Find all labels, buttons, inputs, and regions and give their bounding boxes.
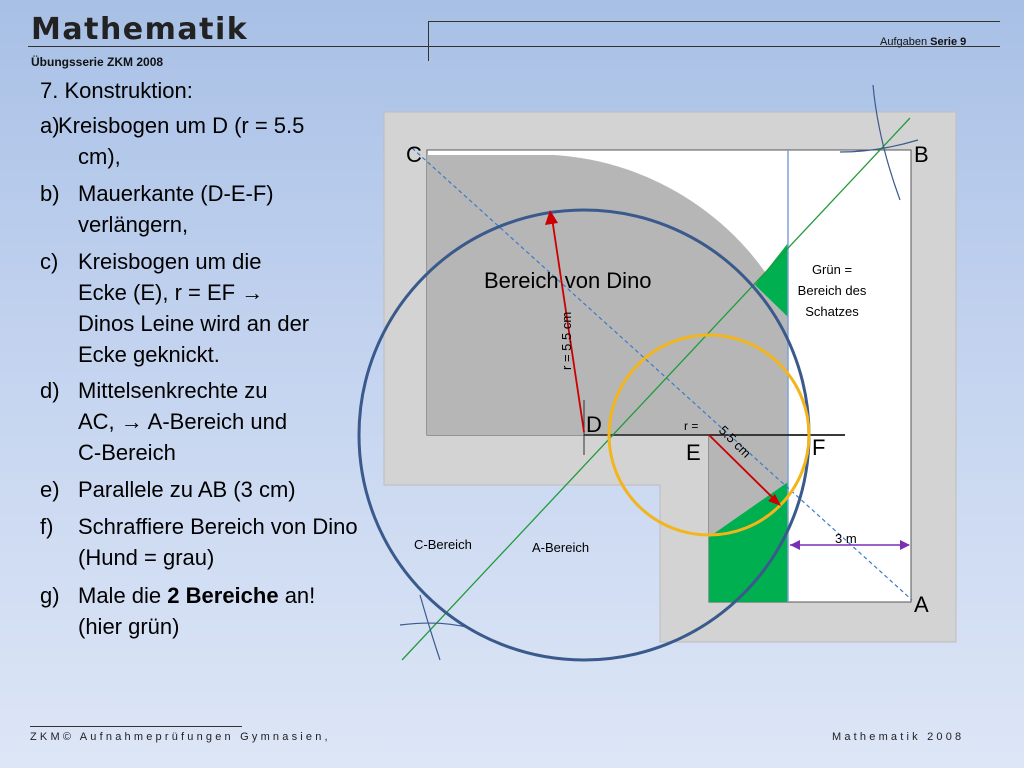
slide-title: Mathematik [31,12,249,47]
radius-arrow-head [545,210,558,225]
c-region-label: C-Bereich [414,537,472,552]
task-title: 7. Konstruktion: [40,78,193,103]
step-text: Mauerkante (D-E-F) verlängern, [78,181,274,237]
point-a-label: A [914,592,929,617]
treasure-region-upper [755,243,788,317]
green-note-line-3: Schatzes [805,304,859,319]
point-d-label: D [586,412,602,437]
footer-left: ZKM© Aufnahmeprüfungen Gymnasien, [30,731,331,743]
step-text: Male die 2 Bereiche an! (hier grün) [78,580,328,642]
radius-label: r = 5.5 cm [559,312,574,370]
step-label: d) [40,378,60,403]
construction-arc-top-cross [839,139,919,153]
header-rule-right [428,21,1000,22]
point-f-label: F [812,435,825,460]
footer-right: Mathematik 2008 [832,731,965,743]
header-divider [428,21,429,61]
step-label: a) [40,113,60,138]
point-e-label: E [686,440,701,465]
point-b-label: B [914,142,929,167]
step-label: f) [40,514,54,539]
header-rule-left [28,46,428,47]
series-number: Serie 9 [930,36,967,48]
distance-arrow-left-head [790,540,800,550]
step-text: Mittelsenkrechte zu AC, → A-Bereich und … [78,378,288,465]
step-text: Kreisbogen um D (r = 5.5 cm), [58,110,348,172]
green-note-line-1: Grün = [812,262,852,277]
radius-arrow [551,217,585,433]
step-g-prefix: Male die [78,583,168,608]
radius2-arrow [708,434,776,501]
step-a-text: Kreisbogen um D (r = 5.5 cm), [58,113,305,169]
step-text: Schraffiere Bereich von Dino (Hund = gra… [78,514,358,570]
radius2-prefix: r = [684,419,698,433]
header-rule-mid [428,46,1000,47]
green-note-line-2: Bereich des [798,283,867,298]
construction-arc-bottom [419,594,441,661]
diagonal-ac [411,147,913,601]
series-prefix: Aufgaben [880,36,928,48]
step-g-bold: 2 Bereiche [167,583,279,608]
step-label: c) [40,249,59,274]
radius2-arrow-head [768,494,781,506]
step-label: e) [40,477,60,502]
series-label: Aufgaben Serie 9 [880,36,966,48]
step-label: b) [40,181,60,206]
dino-region-label: Bereich von Dino [484,268,652,293]
treasure-region-lower [709,482,788,602]
dino-region [427,155,788,540]
perpendicular-bisector [401,117,911,661]
footer-rule [30,726,242,727]
point-c-label: C [406,142,422,167]
step-text: Kreisbogen um die Ecke (E), r = EF → Din… [78,249,310,367]
distance-label: 3 m [835,531,857,546]
step-g-suffix: an! (hier grün) [78,583,316,639]
step-text: Parallele zu AB (3 cm) [78,477,296,502]
a-region-label: A-Bereich [532,540,589,555]
circle-around-e [607,333,811,537]
slide-subtitle: Übungsserie ZKM 2008 [31,55,164,69]
construction-arc-top [872,84,901,201]
distance-arrow-right-head [900,540,910,550]
step-label: g) [40,583,60,608]
